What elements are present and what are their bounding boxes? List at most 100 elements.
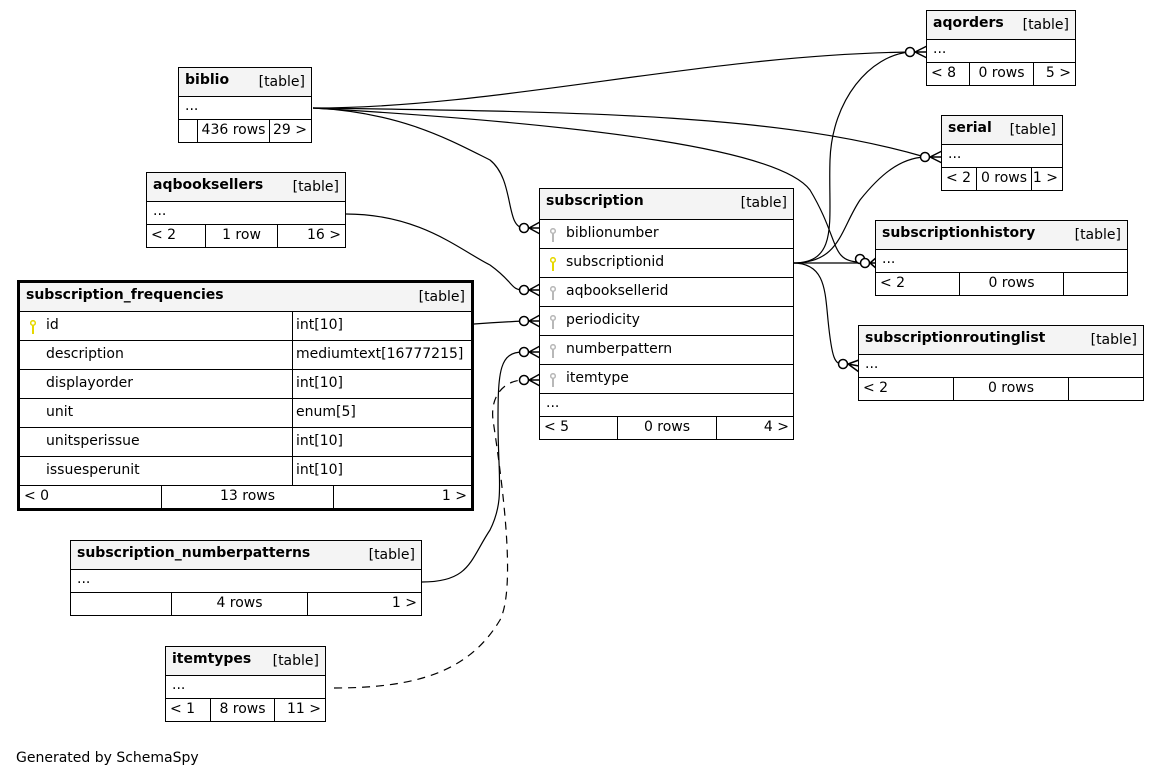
column-row[interactable]: subscriptionid xyxy=(540,249,793,278)
parents-count: < 2 xyxy=(863,380,889,396)
table-aqorders[interactable]: aqorders [table] ... < 8 0 rows 5 > xyxy=(926,10,1076,86)
table-name[interactable]: serial xyxy=(948,120,992,136)
edge-biblio-aqorders xyxy=(312,51,911,109)
column-name: aqbooksellerid xyxy=(566,283,669,299)
row-count: 4 rows xyxy=(216,595,263,611)
parents-count: < 8 xyxy=(931,65,957,81)
children-count: 5 > xyxy=(1045,65,1071,81)
primary-key-icon xyxy=(550,257,556,271)
row-count: 1 row xyxy=(222,227,261,243)
children-count: 1 > xyxy=(1032,170,1058,186)
column-row[interactable]: periodicity xyxy=(540,307,793,336)
column-type: int[10] xyxy=(296,462,343,478)
foreign-key-icon xyxy=(550,373,556,387)
table-subscriptionroutinglist[interactable]: subscriptionroutinglist[table] ... < 2 0… xyxy=(858,325,1144,401)
table-kind: [table] xyxy=(740,195,787,211)
optional-marker xyxy=(859,257,871,269)
edge-frequencies-subscription xyxy=(473,320,525,325)
column-row[interactable]: issuesperunit int[10] xyxy=(20,457,471,486)
column-row[interactable]: displayorder int[10] xyxy=(20,370,471,399)
table-kind: [table] xyxy=(368,547,415,563)
table-name[interactable]: aqbooksellers xyxy=(153,177,264,193)
column-name: id xyxy=(46,317,59,333)
table-kind: [table] xyxy=(272,653,319,669)
column-type: int[10] xyxy=(296,433,343,449)
table-name[interactable]: subscription xyxy=(546,193,644,209)
optional-marker xyxy=(518,284,530,296)
table-name[interactable]: biblio xyxy=(185,72,230,88)
column-name: issuesperunit xyxy=(46,462,140,478)
column-type: mediumtext[16777215] xyxy=(296,346,464,362)
edge-biblio-serial xyxy=(312,107,926,158)
ellipsis: ... xyxy=(933,41,947,57)
table-aqbooksellers[interactable]: aqbooksellers[table] ... < 2 1 row 16 > xyxy=(146,172,346,248)
column-row[interactable]: biblionumber xyxy=(540,220,793,249)
column-row[interactable]: itemtype xyxy=(540,365,793,394)
parents-count: < 5 xyxy=(544,419,570,435)
children-count: 1 > xyxy=(391,595,417,611)
table-name[interactable]: subscriptionhistory xyxy=(882,225,1036,241)
column-name: numberpattern xyxy=(566,341,673,357)
table-subscription-numberpatterns[interactable]: subscription_numberpatterns[table] ... 4… xyxy=(70,540,422,616)
row-count: 436 rows xyxy=(201,122,266,138)
column-name: description xyxy=(46,346,124,362)
column-type: int[10] xyxy=(296,317,343,333)
column-name: unitsperissue xyxy=(46,433,140,449)
table-kind: [table] xyxy=(1022,17,1069,33)
column-name: subscriptionid xyxy=(566,254,665,270)
parents-count: < 0 xyxy=(24,488,50,504)
row-count: 0 rows xyxy=(980,170,1028,186)
edge-aqbooksellers-subscription xyxy=(345,213,525,291)
column-name: unit xyxy=(46,404,74,420)
table-name[interactable]: subscriptionroutinglist xyxy=(865,330,1046,346)
column-row[interactable]: unit enum[5] xyxy=(20,399,471,428)
table-kind: [table] xyxy=(1090,332,1137,348)
table-subscription-frequencies[interactable]: subscription_frequencies[table] id int[1… xyxy=(17,280,474,511)
table-biblio[interactable]: biblio[table] ... 436 rows 29 > xyxy=(178,67,312,143)
column-row[interactable]: numberpattern xyxy=(540,336,793,365)
table-kind: [table] xyxy=(1009,122,1056,138)
column-row[interactable]: description mediumtext[16777215] xyxy=(20,341,471,370)
row-count: 0 rows xyxy=(978,65,1025,81)
table-itemtypes[interactable]: itemtypes[table] ... < 1 8 rows 11 > xyxy=(165,646,326,722)
column-row[interactable]: id int[10] xyxy=(20,312,471,341)
optional-marker xyxy=(518,346,530,358)
ellipsis: ... xyxy=(172,677,186,693)
table-kind: [table] xyxy=(292,179,339,195)
optional-marker xyxy=(919,151,931,163)
column-name: periodicity xyxy=(566,312,640,328)
foreign-key-icon xyxy=(550,286,556,300)
ellipsis: ... xyxy=(948,146,962,162)
children-count: 16 > xyxy=(307,227,341,243)
table-name[interactable]: itemtypes xyxy=(172,651,252,667)
ellipsis: ... xyxy=(882,251,896,267)
primary-key-icon xyxy=(30,320,36,334)
foreign-key-icon xyxy=(550,228,556,242)
row-count: 0 rows xyxy=(988,275,1035,291)
table-kind: [table] xyxy=(1074,227,1121,243)
column-type: enum[5] xyxy=(296,404,356,420)
children-count: 1 > xyxy=(441,488,467,504)
table-name[interactable]: subscription_numberpatterns xyxy=(77,545,311,561)
ellipsis: ... xyxy=(185,98,199,114)
optional-marker xyxy=(518,374,530,386)
parents-count: < 2 xyxy=(946,170,972,186)
foreign-key-icon xyxy=(550,344,556,358)
column-row[interactable]: unitsperissue int[10] xyxy=(20,428,471,457)
table-name[interactable]: aqorders xyxy=(933,15,1004,31)
parents-count: < 1 xyxy=(170,701,196,717)
optional-marker xyxy=(904,46,916,58)
column-row[interactable]: aqbooksellerid xyxy=(540,278,793,307)
children-count: 29 > xyxy=(273,122,307,138)
ellipsis: ... xyxy=(546,395,560,411)
table-name[interactable]: subscription_frequencies xyxy=(26,287,224,303)
table-subscriptionhistory[interactable]: subscriptionhistory[table] ... < 2 0 row… xyxy=(875,220,1128,296)
table-subscription[interactable]: subscription [table] biblionumber subscri… xyxy=(539,188,794,440)
row-count: 8 rows xyxy=(219,701,266,717)
column-type: int[10] xyxy=(296,375,343,391)
table-serial[interactable]: serial [table] ... < 2 0 rows 1 > xyxy=(941,115,1063,191)
generated-by-label: Generated by SchemaSpy xyxy=(16,750,199,766)
optional-marker xyxy=(837,358,849,370)
ellipsis: ... xyxy=(153,203,167,219)
optional-marker xyxy=(854,253,866,265)
